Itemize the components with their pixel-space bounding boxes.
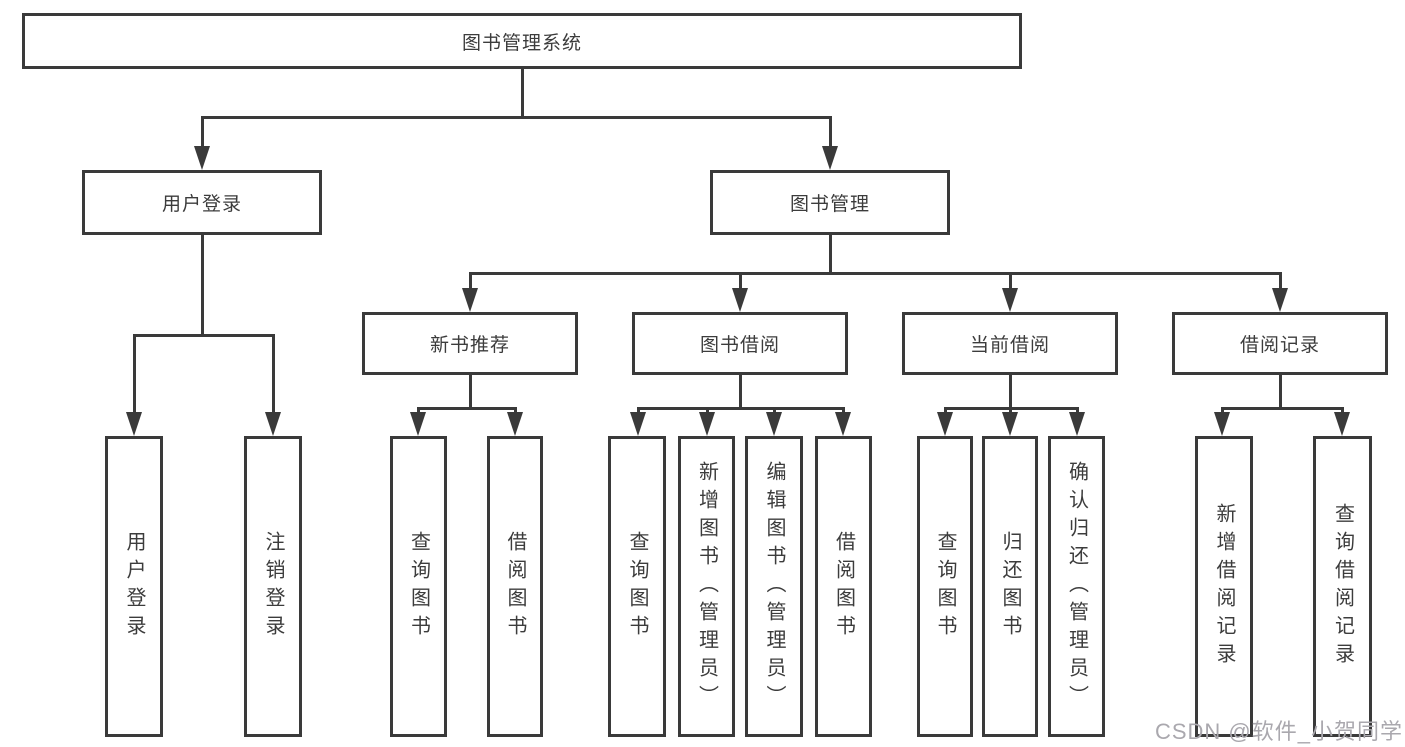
node-borrow-records: 借阅记录 — [1172, 312, 1388, 375]
leaf-label: 确认归还（管理员） — [1065, 460, 1088, 713]
node-label: 借阅记录 — [1239, 335, 1320, 356]
arrow-down-icon — [1069, 412, 1085, 436]
connector-line — [1008, 375, 1012, 408]
connector-line — [271, 335, 275, 413]
connector-line — [705, 408, 709, 414]
arrow-down-icon — [699, 412, 715, 436]
leaf-label: 归还图书 — [999, 530, 1021, 643]
connector-line — [200, 117, 204, 147]
arrow-down-icon — [835, 412, 851, 436]
leaf-label: 查询借阅记录 — [1331, 502, 1354, 671]
node-book-borrowing: 图书借阅 — [632, 312, 848, 375]
node-new-book-recommend: 新书推荐 — [362, 312, 578, 375]
connector-line — [1340, 408, 1344, 414]
leaf-label: 注销登录 — [262, 530, 284, 643]
connector-line — [1278, 273, 1282, 289]
connector-line — [416, 406, 517, 410]
connector-line — [738, 375, 742, 408]
connector-line — [132, 333, 275, 337]
leaf-add-book-admin: 新增图书（管理员） — [678, 436, 735, 737]
connector-line — [828, 235, 832, 273]
connector-line — [772, 408, 776, 414]
arrow-down-icon — [194, 146, 210, 170]
node-label: 图书管理 — [789, 194, 870, 215]
arrow-down-icon — [126, 412, 142, 436]
arrow-down-icon — [630, 412, 646, 436]
node-library-management-system: 图书管理系统 — [22, 13, 1022, 69]
connector-line — [1075, 408, 1079, 414]
leaf-query-borrow-record: 查询借阅记录 — [1313, 436, 1372, 737]
connector-line — [943, 408, 947, 414]
leaf-query-books-borrowing: 查询图书 — [608, 436, 666, 737]
leaf-edit-book-admin: 编辑图书（管理员） — [745, 436, 803, 737]
node-book-management: 图书管理 — [710, 170, 950, 235]
connector-line — [1008, 408, 1012, 414]
arrow-down-icon — [1272, 288, 1288, 312]
arrow-down-icon — [1002, 412, 1018, 436]
node-label: 当前借阅 — [969, 335, 1050, 356]
leaf-label: 查询图书 — [407, 530, 430, 643]
leaf-label: 查询图书 — [934, 530, 956, 643]
watermark: CSDN @软件_小贺同学 — [1154, 719, 1403, 744]
node-label: 用户登录 — [161, 194, 242, 215]
connector-line — [636, 408, 640, 414]
leaf-return-book: 归还图书 — [982, 436, 1038, 737]
leaf-logout: 注销登录 — [244, 436, 302, 737]
connector-line — [416, 408, 420, 414]
leaf-label: 编辑图书（管理员） — [763, 460, 785, 713]
node-label: 新书推荐 — [429, 335, 510, 356]
connector-line — [513, 408, 517, 414]
arrow-down-icon — [1334, 412, 1350, 436]
connector-line — [468, 271, 1282, 275]
connector-line — [636, 406, 845, 410]
leaf-confirm-return-admin: 确认归还（管理员） — [1048, 436, 1105, 737]
connector-line — [468, 375, 472, 408]
connector-line — [132, 335, 136, 413]
node-label: 图书借阅 — [699, 335, 780, 356]
arrow-down-icon — [410, 412, 426, 436]
arrow-down-icon — [265, 412, 281, 436]
leaf-user-login: 用户登录 — [105, 436, 163, 737]
leaf-add-borrow-record: 新增借阅记录 — [1195, 436, 1253, 737]
leaf-query-books-current: 查询图书 — [917, 436, 973, 737]
leaf-label: 查询图书 — [626, 530, 648, 643]
connector-line — [200, 115, 832, 119]
connector-line — [1220, 406, 1344, 410]
arrow-down-icon — [937, 412, 953, 436]
leaf-label: 新增借阅记录 — [1213, 502, 1235, 671]
node-label: 图书管理系统 — [461, 32, 582, 54]
arrow-down-icon — [1214, 412, 1230, 436]
leaf-label: 借阅图书 — [832, 530, 855, 643]
leaf-label: 借阅图书 — [504, 530, 526, 643]
leaf-query-books-recommend: 查询图书 — [390, 436, 447, 737]
arrow-down-icon — [1002, 288, 1018, 312]
arrow-down-icon — [507, 412, 523, 436]
connector-line — [828, 117, 832, 147]
arrow-down-icon — [462, 288, 478, 312]
connector-line — [738, 273, 742, 289]
leaf-label: 用户登录 — [123, 530, 145, 643]
arrow-down-icon — [732, 288, 748, 312]
leaf-label: 新增图书（管理员） — [695, 460, 718, 713]
connector-line — [520, 69, 524, 118]
arrow-down-icon — [822, 146, 838, 170]
connector-line — [1220, 408, 1224, 414]
connector-line — [200, 235, 204, 335]
leaf-borrow-books-borrowing: 借阅图书 — [815, 436, 872, 737]
node-current-borrowing: 当前借阅 — [902, 312, 1118, 375]
connector-line — [1008, 273, 1012, 289]
connector-line — [1278, 375, 1282, 408]
arrow-down-icon — [766, 412, 782, 436]
leaf-borrow-books-recommend: 借阅图书 — [487, 436, 543, 737]
connector-line — [468, 273, 472, 289]
connector-line — [841, 408, 845, 414]
node-user-login: 用户登录 — [82, 170, 322, 235]
